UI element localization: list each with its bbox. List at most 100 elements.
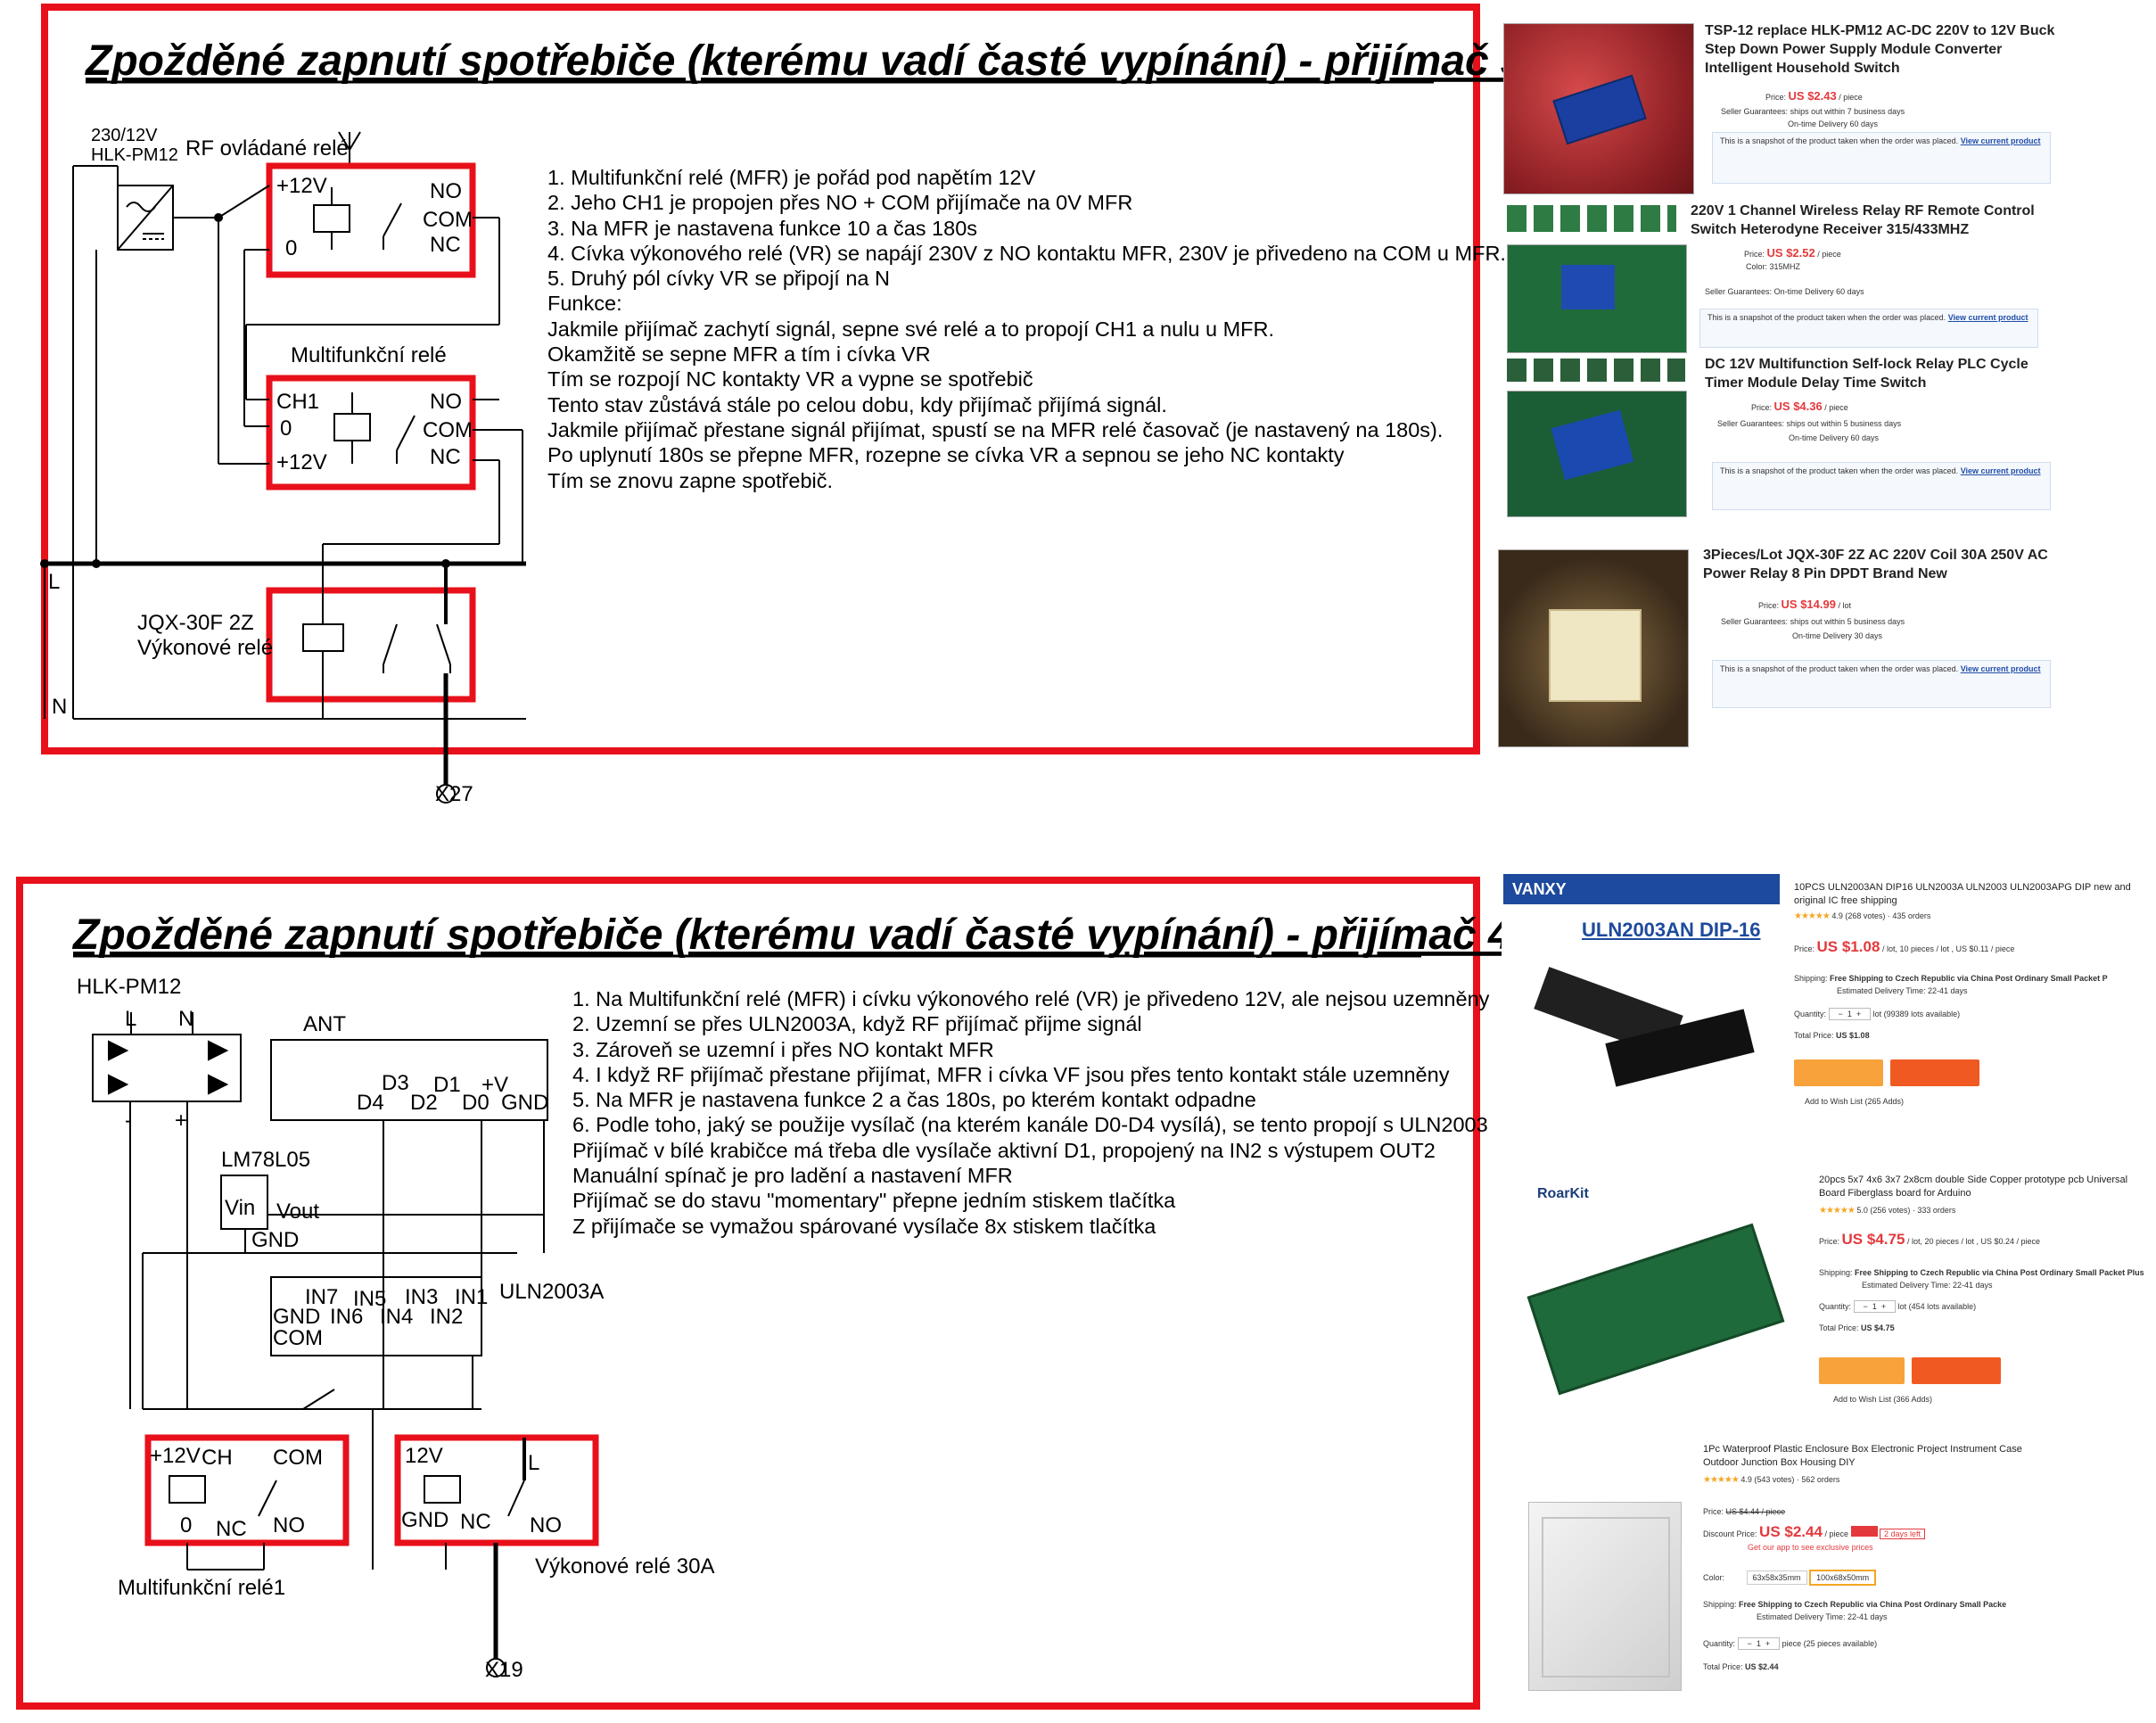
d4-n-label: N bbox=[178, 1007, 193, 1031]
quantity-value: 1 bbox=[1872, 1302, 1877, 1311]
price-unit: / piece bbox=[1824, 1529, 1848, 1538]
total-label: Total Price: bbox=[1703, 1662, 1743, 1671]
snapshot-text: This is a snapshot of the product taken … bbox=[1720, 466, 1959, 475]
view-current-product-link[interactable]: View current product bbox=[1947, 313, 2028, 322]
d4-mfr-name-label: Multifunkční relé1 bbox=[118, 1576, 285, 1600]
wishlist-link[interactable]: Add to Wish List (265 Adds) bbox=[1805, 1097, 1905, 1106]
votes-count: (268 votes) bbox=[1845, 911, 1886, 920]
d3-desc-line: Okamžitě se sepne MFR a tím i cívka VR bbox=[547, 342, 931, 367]
d3-desc-line: Tento stav zůstává stále po celou dobu, … bbox=[547, 392, 1167, 416]
uln-box bbox=[270, 1276, 482, 1356]
total-value: US $4.75 bbox=[1861, 1323, 1895, 1332]
d4-vr-name-label: Výkonové relé 30A bbox=[535, 1554, 714, 1579]
votes-count: (256 votes) bbox=[1870, 1206, 1911, 1215]
orders-count: 333 orders bbox=[1917, 1206, 1956, 1215]
quantity-label: Quantity: bbox=[1703, 1639, 1736, 1648]
guarantee-label: Seller Guarantees: bbox=[1721, 617, 1789, 626]
diagram4 bbox=[16, 877, 1480, 1710]
d4-uln-gnd-label: GND bbox=[273, 1305, 320, 1329]
buy-now-button[interactable] bbox=[1819, 1357, 1905, 1384]
delivery-row: Estimated Delivery Time: 22-41 days bbox=[1837, 986, 1968, 995]
diagram3-title: Zpožděné zapnutí spotřebiče (kterému vad… bbox=[84, 37, 1525, 85]
rating-value: 4.9 bbox=[1831, 911, 1843, 920]
quantity-stepper[interactable]: − 1 + bbox=[1853, 1300, 1897, 1313]
diagram4-title: Zpožděné zapnutí spotřebiče (kterému vad… bbox=[71, 911, 1512, 959]
product-image: RoarKit bbox=[1502, 1168, 1796, 1409]
d4-plus-label: + bbox=[175, 1109, 187, 1133]
product-card: 1Pc Waterproof Plastic Enclosure Box Ele… bbox=[1502, 1439, 2149, 1698]
view-current-product-link[interactable]: View current product bbox=[1960, 136, 2041, 145]
mfr-ch1-label: CH1 bbox=[276, 390, 319, 414]
price-label: Price: bbox=[1819, 1237, 1840, 1246]
color-option-selected[interactable]: 100x68x50mm bbox=[1809, 1570, 1877, 1586]
price-label: Price: bbox=[1765, 93, 1787, 102]
quantity-stepper[interactable]: − 1 + bbox=[1737, 1637, 1781, 1650]
thumbnail-strip bbox=[1507, 359, 1685, 382]
add-to-cart-button[interactable] bbox=[1912, 1357, 2001, 1384]
psu-top-label: 230/12V bbox=[91, 126, 158, 145]
d4-d1-label: D1 bbox=[433, 1073, 461, 1097]
view-current-product-link[interactable]: View current product bbox=[1960, 664, 2041, 673]
wishlist-link[interactable]: Add to Wish List (366 Adds) bbox=[1833, 1395, 1933, 1404]
view-current-product-link[interactable]: View current product bbox=[1960, 466, 2041, 475]
price-label: Price: bbox=[1703, 1507, 1724, 1516]
quantity-row: Quantity: − 1 + piece (25 pieces availab… bbox=[1703, 1637, 1877, 1650]
brand-label: VANXY bbox=[1503, 874, 1780, 904]
d4-mfr-nc-label: NC bbox=[216, 1517, 247, 1541]
orders-count: 435 orders bbox=[1892, 911, 1931, 920]
price-value: US $4.75 bbox=[1841, 1231, 1905, 1248]
price-row: Price: US $2.52 / piece bbox=[1744, 246, 1841, 260]
product-title: TSP-12 replace HLK-PM12 AC-DC 220V to 12… bbox=[1705, 23, 2055, 76]
buy-now-button[interactable] bbox=[1794, 1059, 1883, 1086]
add-to-cart-button[interactable] bbox=[1890, 1059, 1979, 1086]
d4-vin-label: Vin bbox=[225, 1196, 255, 1220]
rf-plus12-label: +12V bbox=[276, 174, 327, 198]
snapshot-notice: This is a snapshot of the product taken … bbox=[1712, 132, 2051, 184]
total-row: Total Price: US $1.08 bbox=[1794, 1031, 1870, 1040]
d4-in2-label: IN2 bbox=[430, 1305, 463, 1329]
psu-name-label: HLK-PM12 bbox=[91, 145, 178, 165]
d4-mfr-com-label: COM bbox=[273, 1446, 323, 1470]
product-image: VANXY ULN2003AN DIP-16 bbox=[1502, 874, 1783, 1109]
d3-desc-line: Funkce: bbox=[547, 292, 622, 316]
d3-desc-line: Po uplynutí 180s se přepne MFR, rozepne … bbox=[547, 443, 1345, 467]
guarantee-value: ships out within 5 business days bbox=[1790, 617, 1905, 626]
quantity-stepper[interactable]: − 1 + bbox=[1828, 1008, 1872, 1020]
d3-desc-line: Jakmile přijímač zachytí signál, sepne s… bbox=[547, 317, 1275, 341]
price-row: Price: US $14.99 / lot bbox=[1758, 598, 1851, 611]
discount-badge bbox=[1850, 1526, 1878, 1537]
product-title: 3Pieces/Lot JQX-30F 2Z AC 220V Coil 30A … bbox=[1703, 548, 2048, 581]
product-title: 20pcs 5x7 4x6 3x7 2x8cm double Side Copp… bbox=[1819, 1175, 2128, 1199]
d4-reg-gnd-label: GND bbox=[251, 1228, 299, 1252]
relay-shape bbox=[1561, 265, 1615, 309]
delivery-row: On-time Delivery 60 days bbox=[1789, 433, 1880, 442]
available-count: piece (25 pieces available) bbox=[1782, 1639, 1878, 1648]
rating-stars-icon: ★★★★★ bbox=[1703, 1475, 1740, 1485]
diagram4-frame bbox=[16, 877, 1480, 1710]
box-lid-shape bbox=[1542, 1517, 1670, 1678]
d4-in5-label: IN5 bbox=[353, 1287, 386, 1311]
app-promo-row[interactable]: Get our app to see exclusive prices bbox=[1748, 1543, 1873, 1552]
orders-count: 562 orders bbox=[1801, 1475, 1840, 1484]
d4-mfr-ch-label: CH bbox=[202, 1446, 233, 1470]
d4-desc-line: Manuální spínač je pro ladění a nastaven… bbox=[572, 1164, 1013, 1188]
mfr-zero-label: 0 bbox=[280, 416, 292, 441]
d4-vr-nc-label: NC bbox=[460, 1510, 491, 1534]
d4-uln-com-label: COM bbox=[273, 1326, 323, 1350]
rf-no-label: NO bbox=[430, 179, 462, 203]
color-option[interactable]: 63x58x35mm bbox=[1746, 1570, 1807, 1585]
color-value: 315MHZ bbox=[1769, 262, 1801, 271]
snapshot-notice: This is a snapshot of the product taken … bbox=[1699, 309, 2038, 348]
shipping-label: Shipping: bbox=[1794, 974, 1828, 983]
discount-label: Discount Price: bbox=[1703, 1529, 1757, 1538]
price-value: US $1.08 bbox=[1816, 938, 1880, 955]
d4-vr-12v-label: 12V bbox=[405, 1444, 443, 1468]
guarantee-value: On-time Delivery 60 days bbox=[1773, 287, 1864, 296]
guarantee-value: ships out within 7 business days bbox=[1790, 107, 1905, 116]
connector-x19-label: X19 bbox=[485, 1658, 523, 1682]
guarantee-row: Seller Guarantees: ships out within 7 bu… bbox=[1721, 107, 1905, 116]
shipping-label: Shipping: bbox=[1819, 1268, 1853, 1277]
d4-ant-label: ANT bbox=[303, 1012, 346, 1036]
d4-vr-gnd-label: GND bbox=[401, 1508, 448, 1532]
shipping-value: Free Shipping to Czech Republic via Chin… bbox=[1855, 1268, 2144, 1277]
